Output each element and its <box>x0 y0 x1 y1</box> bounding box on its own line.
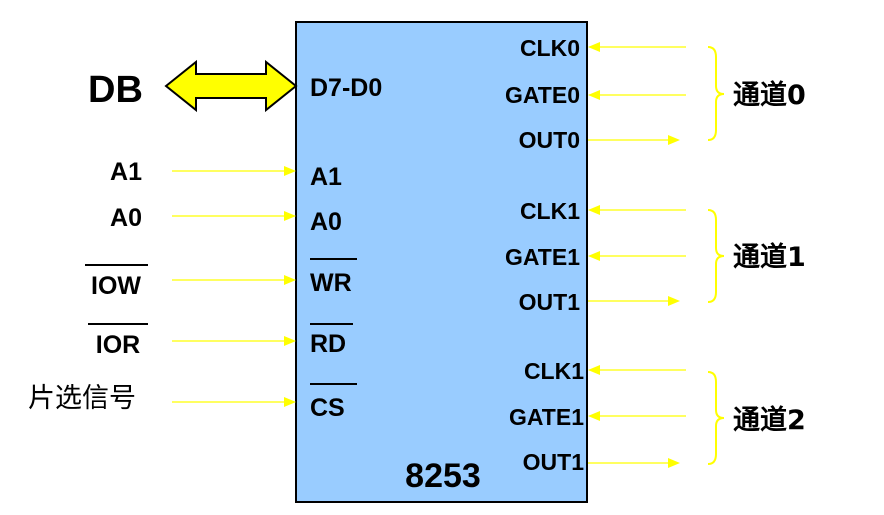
pin-gate0: GATE0 <box>505 82 580 108</box>
data-bus-arrow <box>164 59 298 113</box>
data-bus-label: DB <box>88 69 143 111</box>
pin-out2-arrowhead <box>668 458 680 468</box>
external-signal-chip-select: 片选信号 <box>28 383 136 414</box>
pin-clk2: CLK1 <box>524 358 584 384</box>
signal-a1: A1 A1 <box>110 158 342 191</box>
pin-out0: OUT0 <box>519 127 580 153</box>
channel-0: CLK0 GATE0 OUT0 通道0 <box>505 35 806 153</box>
pin-clk0: CLK0 <box>520 35 580 61</box>
pin-gate2-arrowhead <box>588 411 600 421</box>
pin-clk2-arrowhead <box>588 365 600 375</box>
signal-chip-select: 片选信号 CS <box>28 383 357 422</box>
signal-chip-select-arrowhead <box>284 397 296 407</box>
pin-a1: A1 <box>310 163 342 191</box>
pin-gate0-arrowhead <box>588 90 600 100</box>
pin-gate1-arrowhead <box>588 251 600 261</box>
pin-wr: WR <box>310 269 352 297</box>
channel-1-brace <box>707 209 725 303</box>
pin-out1-arrowhead <box>668 296 680 306</box>
pin-clk1: CLK1 <box>520 198 580 224</box>
pin-cs: CS <box>310 394 345 422</box>
pin-out1: OUT1 <box>519 289 581 315</box>
external-signal-a1: A1 <box>110 158 142 186</box>
pin-clk1-arrowhead <box>588 205 600 215</box>
chip-body <box>295 21 588 503</box>
channel-0-brace <box>707 46 725 141</box>
signal-iow-arrowhead <box>284 275 296 285</box>
signal-a0-arrowhead <box>284 211 296 221</box>
pin-gate2: GATE1 <box>509 404 584 430</box>
pin-out2: OUT1 <box>523 449 585 475</box>
channel-1-label: 通道1 <box>733 241 806 273</box>
pin-gate1: GATE1 <box>505 244 580 270</box>
channel-2-brace <box>707 371 725 465</box>
pin-clk0-arrowhead <box>588 42 600 52</box>
pin-a0: A0 <box>310 208 342 236</box>
channel-2: CLK1 GATE1 OUT1 通道2 <box>509 358 806 475</box>
pin-out0-arrowhead <box>668 135 680 145</box>
external-signal-a0: A0 <box>110 204 142 232</box>
pin-rd: RD <box>310 330 346 358</box>
channel-1: CLK1 GATE1 OUT1 通道1 <box>505 198 806 315</box>
signal-ior: IOR RD <box>88 323 353 359</box>
pin-d7-d0: D7-D0 <box>310 74 382 102</box>
signal-ior-arrowhead <box>284 336 296 346</box>
channel-2-label: 通道2 <box>733 404 806 436</box>
signal-a1-arrowhead <box>284 166 296 176</box>
external-signal-iow: IOW <box>91 272 141 300</box>
channel-0-label: 通道0 <box>733 79 806 111</box>
external-signal-ior: IOR <box>96 331 140 359</box>
signal-a0: A0 A0 <box>110 204 342 236</box>
signal-iow: IOW WR <box>85 258 357 300</box>
chip-name: 8253 <box>405 457 481 495</box>
